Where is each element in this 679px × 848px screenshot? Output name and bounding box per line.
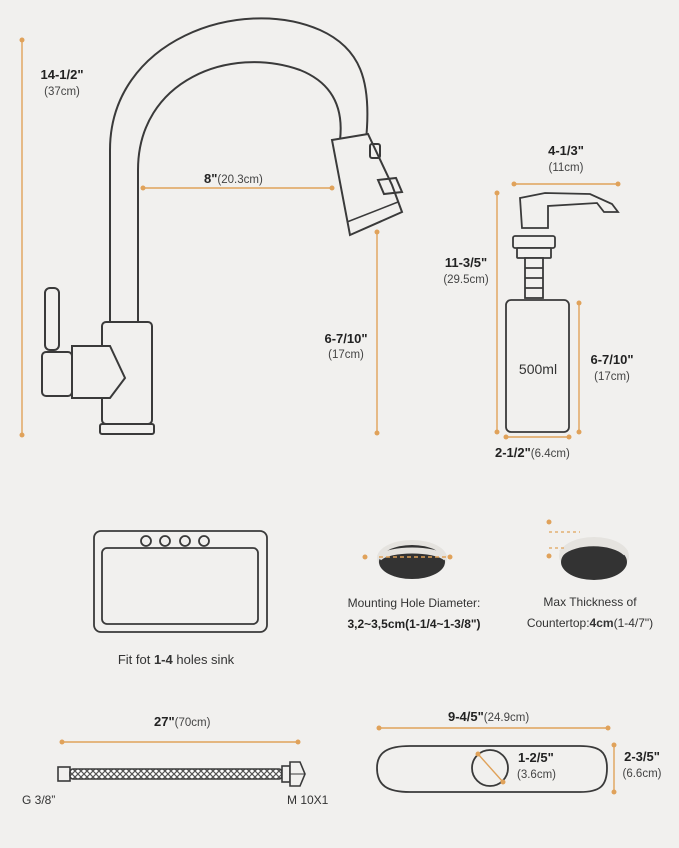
dispenser-dimensions bbox=[494, 181, 621, 440]
faucet-reach-dimension: 8"(20.3cm) bbox=[204, 171, 263, 187]
dispenser-width-label: 2-1/2" bbox=[495, 445, 531, 460]
dispenser-height-label: 11-3/5" bbox=[444, 255, 488, 270]
deck-plate-length-label: 9-4/5" bbox=[448, 709, 484, 724]
deck-plate-hole-label: 1-2/5" bbox=[518, 750, 554, 765]
dispenser-volume-label: 500ml bbox=[518, 361, 558, 377]
dispenser-drawing bbox=[505, 192, 620, 433]
mounting-hole-value: 3,2~3,5cm(1-1/4~1-3/8") bbox=[347, 617, 481, 631]
mounting-hole-title: Mounting Hole Diameter: bbox=[347, 596, 481, 610]
countertop-value: Countertop:4cm(1-4/7") bbox=[527, 617, 653, 629]
hose-length-dimension: 27"(70cm) bbox=[154, 714, 210, 730]
deck-plate-length-metric: (24.9cm) bbox=[483, 712, 530, 724]
sink-caption-pre: Fit fot bbox=[117, 652, 154, 667]
faucet-reach-label: 8" bbox=[204, 171, 218, 186]
faucet-reach-metric: (20.3cm) bbox=[217, 174, 263, 186]
deck-plate-width-metric: (6.6cm) bbox=[622, 768, 662, 780]
faucet-height-label: 14-1/2" bbox=[40, 67, 84, 82]
dispenser-nozzle-label: 4-1/3" bbox=[548, 143, 584, 158]
mounting-hole-drawing bbox=[362, 540, 453, 579]
hose-dimension bbox=[59, 739, 301, 745]
countertop-drawing bbox=[546, 519, 629, 580]
countertop-title: Max Thickness of bbox=[543, 595, 637, 609]
hose-drawing bbox=[57, 761, 306, 787]
hose-length-label: 27" bbox=[154, 714, 175, 729]
hose-length-metric: (70cm) bbox=[174, 717, 211, 729]
sink-caption-post: holes sink bbox=[172, 652, 235, 667]
sink-drawing bbox=[93, 530, 268, 633]
dispenser-bottle-metric: (17cm) bbox=[594, 371, 630, 383]
deck-plate-hole-metric: (3.6cm) bbox=[517, 769, 556, 781]
faucet-dimensions bbox=[19, 37, 380, 438]
countertop-value-bold: 4cm bbox=[589, 616, 614, 630]
dispenser-width-dimension: 2-1/2"(6.4cm) bbox=[495, 445, 570, 461]
faucet-spout-label: 6-7/10" bbox=[324, 331, 368, 346]
sink-caption-bold: 1-4 bbox=[153, 652, 173, 667]
dispenser-height-metric: (29.5cm) bbox=[443, 274, 489, 286]
faucet-spout-metric: (17cm) bbox=[328, 349, 364, 361]
deck-plate-length-dimension: 9-4/5"(24.9cm) bbox=[448, 709, 529, 725]
dispenser-nozzle-metric: (11cm) bbox=[548, 162, 584, 174]
hose-left-end-label: G 3/8” bbox=[22, 793, 56, 807]
sink-caption: Fit fot 1-4 holes sink bbox=[118, 653, 234, 666]
hose-right-end-label: M 10X1 bbox=[287, 793, 329, 807]
faucet-height-metric: (37cm) bbox=[44, 86, 80, 98]
dispenser-width-metric: (6.4cm) bbox=[530, 448, 570, 460]
deck-plate-dimensions bbox=[376, 725, 617, 795]
dispenser-bottle-label: 6-7/10" bbox=[590, 352, 634, 367]
faucet-drawing bbox=[41, 17, 404, 435]
deck-plate-drawing bbox=[376, 745, 608, 793]
countertop-value-pre: Countertop: bbox=[526, 616, 590, 630]
deck-plate-width-label: 2-3/5" bbox=[624, 749, 660, 764]
countertop-value-post: (1-4/7") bbox=[613, 616, 654, 630]
